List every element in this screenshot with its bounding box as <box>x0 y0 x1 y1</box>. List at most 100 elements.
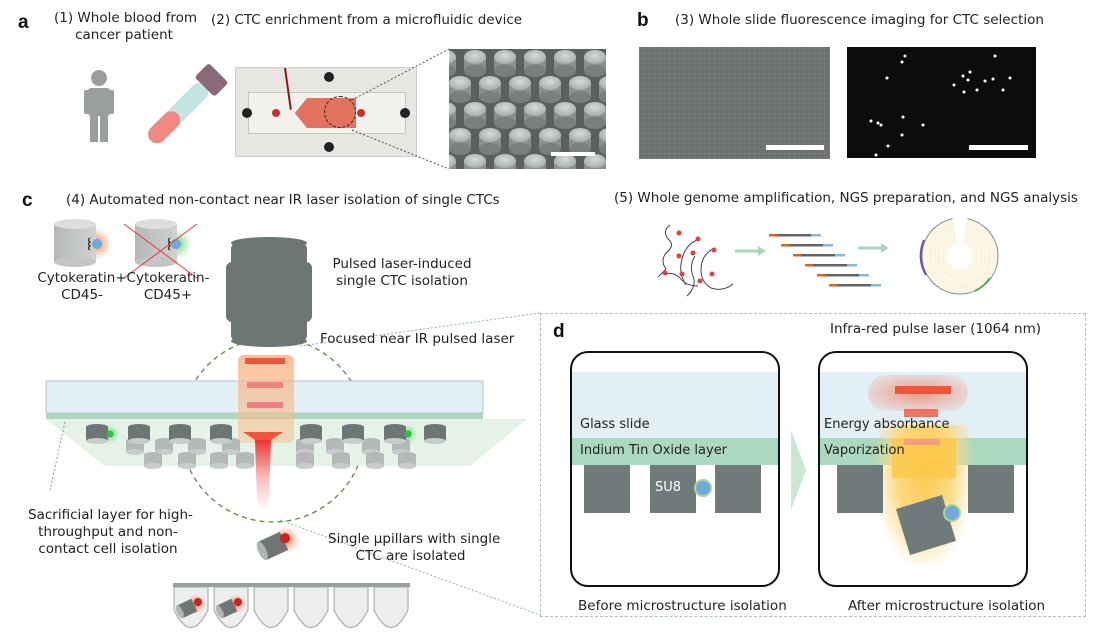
after-caption: After microstructure isolation <box>848 598 1046 614</box>
pcr-tube <box>173 586 209 628</box>
ctc-cell-icon <box>694 479 712 497</box>
pulsed-laser-line1: Pulsed laser-induced <box>332 256 472 272</box>
person-icon <box>84 70 114 142</box>
pcr-tube <box>293 586 329 628</box>
fluorescent-cell-dot <box>903 54 907 58</box>
panel-letter-c: c <box>22 190 33 211</box>
laser-beam <box>255 440 271 508</box>
fluorescent-cell-dot <box>886 144 890 148</box>
circos-plot-icon <box>919 216 999 295</box>
single-pillars-label: Single µpillars with single CTC are isol… <box>328 531 501 565</box>
micropillar <box>584 50 606 64</box>
ctc-cell-icon <box>234 598 242 606</box>
micropillar-array <box>86 424 446 469</box>
single-pillars-line1: Single µpillars with single <box>328 531 501 547</box>
ck-positive-label: Cytokeratin+ CD45- <box>32 270 132 304</box>
laser-pulse <box>247 382 283 388</box>
micropillar <box>494 102 516 116</box>
sacrificial-pointer <box>49 421 66 491</box>
ck-positive-cell-icon <box>54 219 112 267</box>
sacrificial-line3: contact cell isolation <box>38 541 178 557</box>
ngs-read <box>769 234 821 237</box>
micropillar <box>599 128 606 142</box>
blood-tube-icon <box>148 64 228 144</box>
fluorescent-cell-dot <box>900 60 904 64</box>
scale-bar <box>551 152 595 156</box>
energy-absorbance-label: Energy absorbance <box>824 417 950 432</box>
fluorescent-cell-dot <box>869 119 873 123</box>
pcr-tube <box>213 586 249 628</box>
sacrificial-line1: Sacrificial layer for high- <box>28 507 193 523</box>
micropillar <box>464 50 486 64</box>
micropillar <box>449 50 456 64</box>
micropillar <box>554 102 576 116</box>
before-diagram: Glass slide Indium Tin Oxide layer SU8 <box>570 351 780 587</box>
after-diagram: Energy absorbance Vaporization <box>818 351 1028 587</box>
micropillar <box>584 102 606 116</box>
ck-negative-line1: Cytokeratin- <box>126 270 210 286</box>
step4-caption: (4) Automated non-contact near IR laser … <box>66 192 500 208</box>
fluorescent-cell-dot <box>1008 76 1012 80</box>
su8-pillar <box>584 465 630 513</box>
ctc-cell-icon <box>943 504 961 522</box>
micropillar <box>449 76 471 90</box>
panel-d-frame <box>540 313 1086 617</box>
pcr-tube <box>253 586 289 628</box>
ito-layer <box>46 413 483 419</box>
fluorescent-cell-dot <box>983 79 987 83</box>
micropillar <box>584 154 606 168</box>
glass-slide-layer <box>572 372 778 438</box>
sem-micropillar-image <box>449 49 606 169</box>
glass-slide-label: Glass slide <box>580 417 650 432</box>
micropillar <box>464 102 486 116</box>
ck-negative-label: Cytokeratin- CD45+ <box>118 270 218 304</box>
ctc-cell-icon <box>194 598 202 606</box>
micropillar <box>449 102 456 116</box>
fluorescent-cell-dot <box>952 83 956 87</box>
ngs-reads-icon <box>769 234 881 287</box>
fluorescent-cell-dot <box>966 78 970 82</box>
fluorescent-cell-dot <box>1001 88 1005 92</box>
panel-letter-a: a <box>18 12 29 33</box>
su8-label: SU8 <box>655 480 682 495</box>
fluorescent-cell-dot <box>921 123 925 127</box>
ck-negative-line2: CD45+ <box>143 287 193 303</box>
glass-slide <box>45 380 484 414</box>
micropillar <box>479 128 501 142</box>
pcr-tube <box>333 586 369 628</box>
fluorescent-cell-dot <box>991 77 995 81</box>
ito-layer-label: Indium Tin Oxide layer <box>580 443 728 458</box>
step2-caption: (2) CTC enrichment from a microfluidic d… <box>211 12 523 28</box>
micropillar <box>539 76 561 90</box>
pcr-tube-strip <box>173 586 409 628</box>
vaporization-label: Vaporization <box>824 443 905 458</box>
scale-bar <box>766 145 824 150</box>
su8-pillar <box>650 465 696 513</box>
ngs-read <box>817 274 869 277</box>
ir-laser-label: Infra-red pulse laser (1064 nm) <box>830 321 1042 337</box>
brightfield-slide-image <box>639 47 830 159</box>
micropillar <box>449 128 471 142</box>
step5-caption: (5) Whole genome amplification, NGS prep… <box>614 190 1078 206</box>
ngs-read <box>793 254 845 257</box>
fluorescent-cell-dot <box>874 153 878 157</box>
microfluidic-device-photo <box>235 67 417 157</box>
fluorescent-cell-dot <box>879 123 883 127</box>
ck-positive-line1: Cytokeratin+ <box>37 270 127 286</box>
fluorescent-cell-dot <box>975 88 979 92</box>
su8-pillar <box>968 465 1014 513</box>
micropillar <box>479 76 501 90</box>
micropillar <box>449 154 456 168</box>
laser-pulse <box>245 358 285 364</box>
tube-strip-bar <box>173 583 410 587</box>
sacrificial-line2: throughput and non- <box>38 524 178 540</box>
fluorescent-cell-dot <box>962 90 966 94</box>
micropillar <box>464 154 486 168</box>
pulsed-laser-label: Pulsed laser-induced single CTC isolatio… <box>327 256 477 290</box>
pcr-tube <box>373 586 409 628</box>
sacrificial-layer-label: Sacrificial layer for high- throughput a… <box>28 507 193 558</box>
before-caption: Before microstructure isolation <box>578 598 787 614</box>
step1-caption-line1: (1) Whole blood from <box>54 10 198 26</box>
step1-caption-line2: cancer patient <box>75 27 173 43</box>
micropillar <box>524 102 546 116</box>
